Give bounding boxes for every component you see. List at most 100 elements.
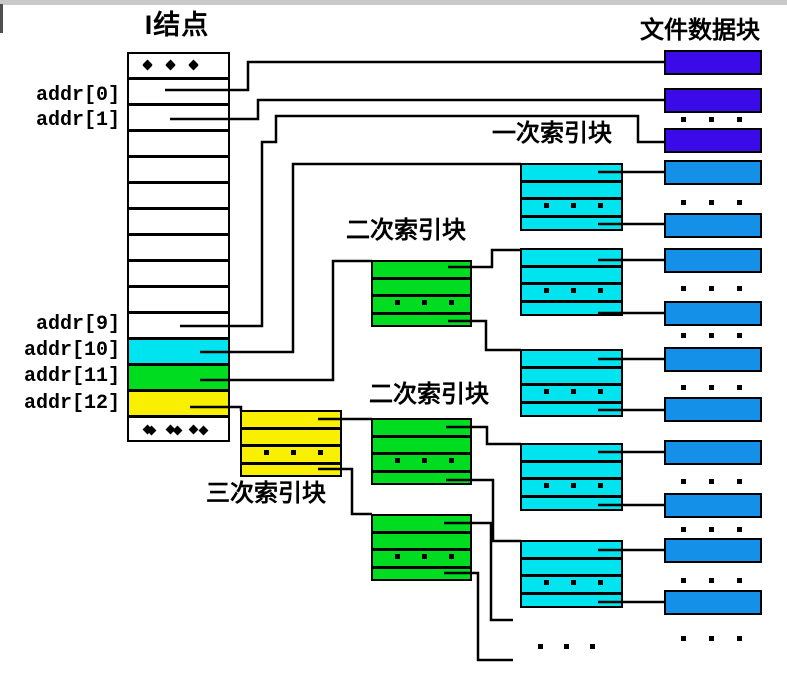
index-row-separator <box>242 462 340 465</box>
index-row-separator <box>522 477 621 480</box>
ellipsis-dot <box>708 635 714 641</box>
ellipsis-dot <box>680 285 686 291</box>
addr-label: addr[9] <box>35 313 120 336</box>
ellipsis-dot <box>708 285 714 291</box>
inode-row-separator <box>129 337 228 340</box>
index-row-separator <box>522 574 621 577</box>
index-ellipsis-dot <box>543 482 549 488</box>
ellipsis-dot <box>537 643 543 649</box>
index-row-separator <box>373 531 470 534</box>
addr-label: addr[10] <box>23 339 120 362</box>
file-data-block <box>664 248 762 273</box>
ellipsis-dot <box>708 332 714 338</box>
addr-label: addr[11] <box>23 365 120 388</box>
inode-row-separator <box>129 207 228 210</box>
ellipsis-dot <box>680 577 686 583</box>
ellipsis-dot <box>736 577 742 583</box>
index-ellipsis-dot <box>570 388 576 394</box>
inode-title: I结点 <box>144 10 210 40</box>
index-ellipsis-dot <box>543 388 549 394</box>
index-row-separator <box>373 452 470 455</box>
file-data-block <box>664 50 762 75</box>
ellipsis-dot <box>680 332 686 338</box>
triple-indirect-block <box>240 410 342 477</box>
ellipsis-dot <box>708 577 714 583</box>
ellipsis-dot <box>708 478 714 484</box>
index-ellipsis-dot <box>263 449 269 455</box>
index-row-separator <box>373 435 470 438</box>
addr-label: addr[12] <box>23 392 120 415</box>
inode-row-separator <box>129 415 228 418</box>
ellipsis-dot <box>708 116 714 122</box>
file-data-block <box>664 538 762 563</box>
index-ellipsis-dot <box>394 553 400 559</box>
index-ellipsis-dot <box>421 457 427 463</box>
file-data-block <box>664 160 762 185</box>
inode-row-separator <box>129 311 228 314</box>
index-ellipsis-dot <box>597 388 603 394</box>
index-row-separator <box>522 401 621 404</box>
file-data-block <box>664 88 762 113</box>
ellipsis-dot <box>680 635 686 641</box>
index-row-separator <box>242 444 340 447</box>
inode-row-separator <box>129 285 228 288</box>
file-data-block <box>664 440 762 465</box>
inode-row-separator <box>129 233 228 236</box>
inode-row-separator <box>129 259 228 262</box>
index-row-separator <box>522 557 621 560</box>
index-ellipsis-dot <box>394 457 400 463</box>
index-ellipsis-dot <box>290 449 296 455</box>
file-data-block <box>664 590 762 615</box>
ellipsis-dot <box>563 643 569 649</box>
index-row-separator <box>522 460 621 463</box>
addr-label: addr[1] <box>35 109 120 132</box>
ellipsis-dot <box>736 199 742 205</box>
index-row-separator <box>522 495 621 498</box>
ellipsis-dot <box>708 384 714 390</box>
triple-indirect-label: 三次索引块 <box>206 480 326 507</box>
ellipsis-dot <box>736 478 742 484</box>
file-data-blocks-label: 文件数据块 <box>640 17 760 44</box>
index-row-separator <box>522 366 621 369</box>
ellipsis-dot <box>680 384 686 390</box>
index-row-separator <box>373 566 470 569</box>
single-indirect-label: 一次索引块 <box>492 120 612 147</box>
indirect-block-cyan-4 <box>520 443 623 511</box>
inode-row-separator <box>129 155 228 158</box>
ellipsis-dot <box>736 384 742 390</box>
ellipsis-dot <box>736 285 742 291</box>
index-row-separator <box>522 383 621 386</box>
double-indirect-label-2: 二次索引块 <box>369 381 489 408</box>
scan-artifact-left-edge <box>0 4 3 33</box>
ellipsis-dot <box>680 116 686 122</box>
index-ellipsis-dot <box>570 579 576 585</box>
index-row-separator <box>373 470 470 473</box>
index-ellipsis-dot <box>421 553 427 559</box>
ellipsis-dot <box>736 526 742 532</box>
ellipsis-dot <box>736 635 742 641</box>
index-ellipsis-dot <box>597 482 603 488</box>
index-row-separator <box>373 548 470 551</box>
ellipsis-dot <box>680 526 686 532</box>
inode-row-separator <box>129 181 228 184</box>
addr-label: addr[0] <box>35 84 120 107</box>
index-row-separator <box>242 427 340 430</box>
index-ellipsis-dot <box>597 579 603 585</box>
inode-row-separator <box>129 129 228 132</box>
file-data-block <box>664 493 762 518</box>
ellipsis-dot <box>680 478 686 484</box>
file-data-block <box>664 301 762 326</box>
inode-row-yellow <box>129 390 228 416</box>
indirect-block-cyan-3 <box>520 349 623 417</box>
index-ellipsis-dot <box>448 457 454 463</box>
ellipsis-dot <box>589 643 595 649</box>
ellipsis-dot <box>680 199 686 205</box>
file-data-block <box>664 128 762 153</box>
file-data-block <box>664 213 762 238</box>
inode-row-separator <box>129 389 228 392</box>
index-ellipsis-dot <box>543 579 549 585</box>
index-ellipsis-dot <box>570 482 576 488</box>
